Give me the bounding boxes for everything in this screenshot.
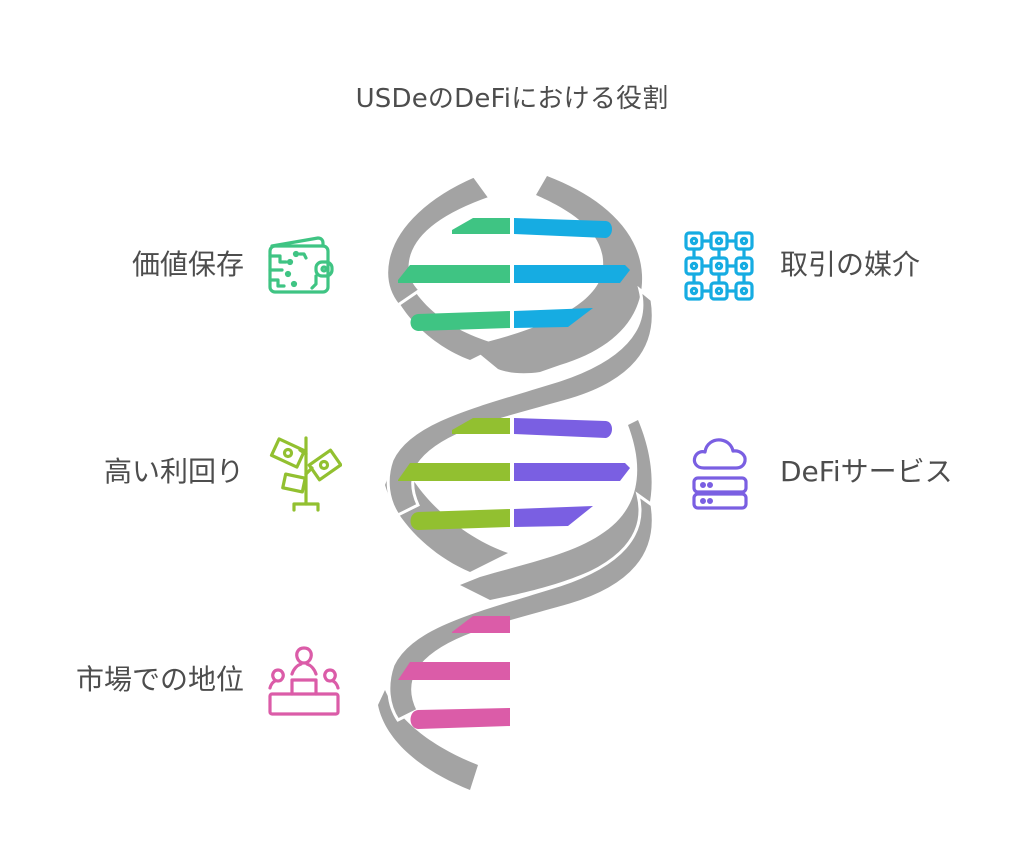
label-defi-services: DeFiサービス — [780, 455, 953, 488]
money-tree-icon — [269, 436, 342, 512]
diagram-title: USDeのDeFiにおける役割 — [355, 84, 669, 114]
rungs-yield-defi — [398, 418, 630, 530]
label-market-position: 市場での地位 — [75, 663, 244, 696]
label-transaction-medium: 取引の媒介 — [780, 248, 921, 281]
digital-wallet-icon — [268, 236, 334, 294]
rungs-market-position — [398, 616, 510, 729]
blockchain-grid-icon — [684, 231, 754, 301]
label-high-yield: 高い利回り — [103, 455, 244, 488]
label-value-storage: 価値保存 — [131, 248, 244, 281]
helix-front-strand — [385, 174, 655, 722]
cloud-server-icon — [692, 438, 748, 510]
podium-people-icon — [268, 646, 340, 716]
rungs-value-transaction — [398, 218, 630, 331]
